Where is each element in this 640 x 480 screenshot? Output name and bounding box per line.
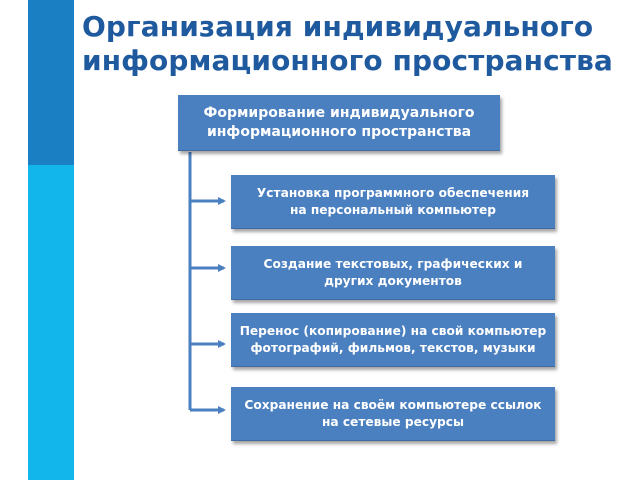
child-node-3-line-2: фотографий, фильмов, текстов, музыки xyxy=(250,340,536,355)
child-node-1-line-2: на персональный компьютер xyxy=(289,202,497,217)
child-node-box-3: Перенос (копирование) на свой компьютер … xyxy=(231,313,555,367)
child-node-2-line-1: Создание текстовых, графических и xyxy=(263,256,523,271)
slide-title-line-1: Организация индивидуального xyxy=(82,10,594,43)
child-node-box-2: Создание текстовых, графических и других… xyxy=(231,246,555,300)
side-bar-bottom-decoration xyxy=(28,165,74,480)
child-node-1-line-1: Установка программного обеспечения xyxy=(256,185,530,200)
child-node-4-line-1: Сохранение на своём компьютере ссылок xyxy=(244,397,542,412)
child-node-2-line-2: других документов xyxy=(324,273,462,288)
slide-title-line-2: информационного пространства xyxy=(82,44,613,77)
child-node-4-line-2: на сетевые ресурсы xyxy=(321,414,465,429)
slide-title: Организация индивидуального информационн… xyxy=(82,10,613,78)
child-node-box-1: Установка программного обеспечения на пе… xyxy=(231,175,555,229)
child-node-3-line-1: Перенос (копирование) на свой компьютер xyxy=(239,323,547,338)
root-node-line-2: информационного пространства xyxy=(206,123,472,140)
child-node-box-4: Сохранение на своём компьютере ссылок на… xyxy=(231,387,555,441)
root-node-line-1: Формирование индивидуального xyxy=(203,104,475,121)
root-node-box: Формирование индивидуального информацион… xyxy=(178,95,500,151)
side-bar-top-decoration xyxy=(28,0,74,165)
